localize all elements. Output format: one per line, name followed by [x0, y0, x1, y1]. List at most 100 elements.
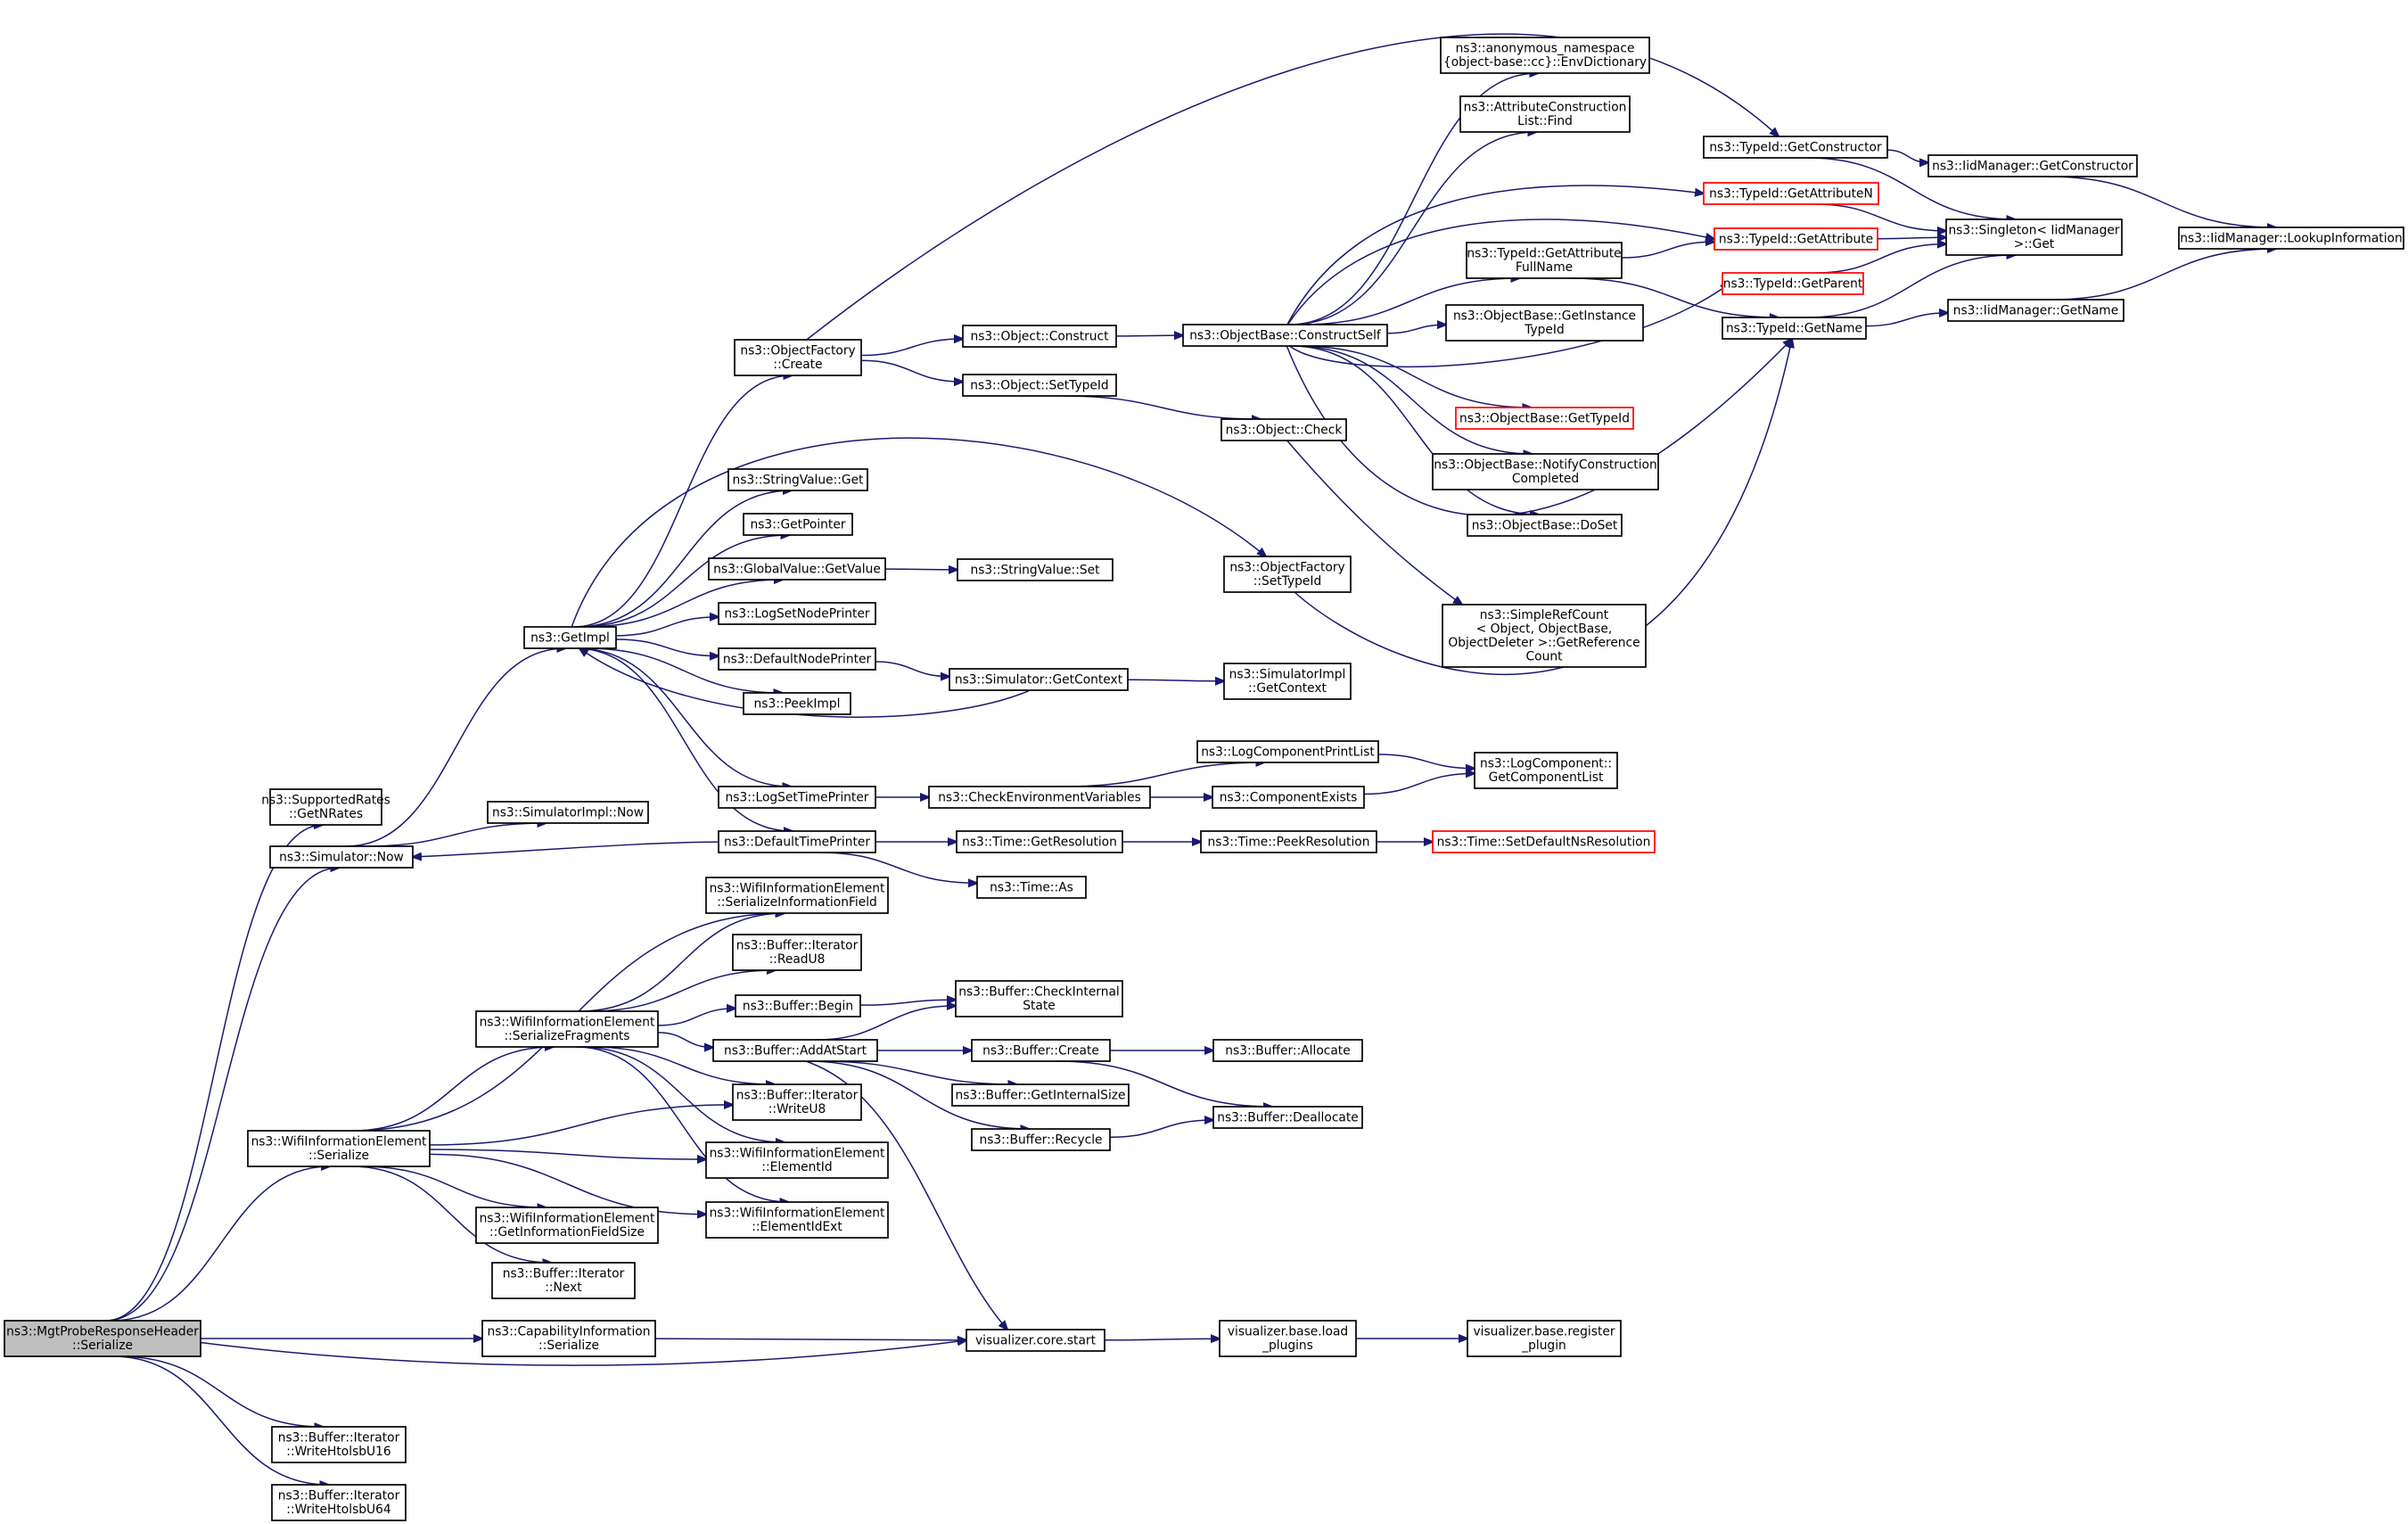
edge-simNow-to-getImpl	[346, 648, 565, 847]
node-logSetTimePrinter[interactable]: ns3::LogSetTimePrinter	[718, 786, 876, 809]
node-simGetContext[interactable]: ns3::Simulator::GetContext	[949, 668, 1129, 691]
node-objFactoryCreate[interactable]: ns3::ObjectFactory::Create	[734, 339, 862, 376]
node-objFactorySetTypeId[interactable]: ns3::ObjectFactory::SetTypeId	[1223, 556, 1352, 593]
node-vizBaseLoadPlugins[interactable]: visualizer.base.load_plugins	[1219, 1320, 1357, 1357]
node-logCompGetList[interactable]: ns3::LogComponent::GetComponentList	[1474, 752, 1618, 789]
node-getPointer[interactable]: ns3::GetPointer	[743, 513, 853, 536]
node-vizCoreStart[interactable]: visualizer.core.start	[966, 1329, 1105, 1352]
node-wieSerializeFragments[interactable]: ns3::WifiInformationElement::SerializeFr…	[475, 1010, 659, 1048]
node-logSetNodePrinter[interactable]: ns3::LogSetNodePrinter	[718, 602, 876, 625]
node-iidMgrGetConstructor[interactable]: ns3::IidManager::GetConstructor	[1927, 154, 2138, 177]
node-typeIdGetParent[interactable]: ns3::TypeId::GetParent	[1722, 272, 1864, 295]
node-supportedRates[interactable]: ns3::SupportedRates::GetNRates	[261, 788, 390, 826]
node-bufAllocate[interactable]: ns3::Buffer::Allocate	[1212, 1039, 1363, 1062]
node-label: ns3::WifiInformationElement	[710, 1147, 885, 1161]
node-timeSetDefaultNs[interactable]: ns3::Time::SetDefaultNsResolution	[1432, 830, 1656, 853]
node-label: ns3::ObjectBase::DoSet	[1472, 518, 1618, 532]
node-timeGetResolution[interactable]: ns3::Time::GetResolution	[956, 830, 1123, 853]
node-label: visualizer.base.load	[1228, 1325, 1348, 1339]
edge-root-to-bufIterWriteHtolsbU16	[118, 1355, 323, 1427]
node-wieElementIdExt[interactable]: ns3::WifiInformationElement::ElementIdEx…	[705, 1201, 889, 1239]
node-peekImpl[interactable]: ns3::PeekImpl	[743, 692, 851, 715]
node-componentExists[interactable]: ns3::ComponentExists	[1212, 786, 1365, 809]
node-iidMgrLookup[interactable]: ns3::IidManager::LookupInformation	[2178, 227, 2404, 250]
node-objectSetTypeId[interactable]: ns3::Object::SetTypeId	[962, 374, 1117, 397]
node-bufIterWriteU8[interactable]: ns3::Buffer::Iterator::WriteU8	[732, 1083, 862, 1121]
node-iidMgrGetName[interactable]: ns3::IidManager::GetName	[1947, 299, 2124, 322]
node-objBaseGetTypeId[interactable]: ns3::ObjectBase::GetTypeId	[1455, 407, 1634, 430]
node-label: List::Find	[1517, 114, 1573, 128]
node-bufBegin[interactable]: ns3::Buffer::Begin	[735, 994, 861, 1017]
node-box	[523, 626, 617, 649]
node-checkEnvVars[interactable]: ns3::CheckEnvironmentVariables	[928, 786, 1151, 809]
node-objectConstruct[interactable]: ns3::Object::Construct	[962, 325, 1117, 348]
node-label: ns3::WifiInformationElement	[251, 1135, 427, 1149]
node-vizBaseRegisterPlugin[interactable]: visualizer.base.register_plugin	[1467, 1320, 1622, 1357]
node-timePeekResolution[interactable]: ns3::Time::PeekResolution	[1200, 830, 1377, 853]
node-box	[956, 830, 1123, 853]
node-objBaseDoSet[interactable]: ns3::ObjectBase::DoSet	[1467, 514, 1623, 537]
node-root[interactable]: ns3::MgtProbeResponseHeader::Serialize	[4, 1320, 201, 1357]
node-wieSerialize[interactable]: ns3::WifiInformationElement::Serialize	[247, 1130, 431, 1167]
node-label: < Object, ObjectBase,	[1476, 622, 1613, 637]
node-bufIterNext[interactable]: ns3::Buffer::Iterator::Next	[491, 1262, 636, 1299]
node-wieSerializeInfoField[interactable]: ns3::WifiInformationElement::SerializeIn…	[705, 877, 889, 914]
node-box	[966, 1329, 1105, 1352]
node-bufRecycle[interactable]: ns3::Buffer::Recycle	[971, 1128, 1111, 1151]
node-objectCheck[interactable]: ns3::Object::Check	[1220, 418, 1347, 441]
edge-bufAddAtStart-to-bufGetInternalSize	[818, 1060, 1016, 1084]
node-label: ::WriteHtolsbU64	[286, 1503, 390, 1517]
node-bufCreate[interactable]: ns3::Buffer::Create	[971, 1039, 1111, 1062]
node-objBaseNotifyConstr[interactable]: ns3::ObjectBase::NotifyConstructionCompl…	[1432, 453, 1659, 490]
node-singletonGet[interactable]: ns3::Singleton< IidManager>::Get	[1945, 218, 2123, 256]
node-wieElementId[interactable]: ns3::WifiInformationElement::ElementId	[705, 1141, 889, 1179]
node-typeIdGetAttribute[interactable]: ns3::TypeId::GetAttribute	[1714, 227, 1878, 251]
edge-objBaseConstructSelf-to-objBaseNotifyConstr	[1293, 345, 1533, 454]
node-objBaseConstructSelf[interactable]: ns3::ObjectBase::ConstructSelf	[1182, 324, 1388, 347]
node-box	[1440, 37, 1650, 74]
node-typeIdGetAttributeN[interactable]: ns3::TypeId::GetAttributeN	[1703, 182, 1879, 205]
node-getImpl[interactable]: ns3::GetImpl	[523, 626, 617, 649]
node-label: ns3::IidManager::GetName	[1953, 303, 2119, 317]
edge-objBaseConstructSelf-to-typeIdGetAttrFullName	[1300, 278, 1519, 325]
node-box	[1459, 95, 1631, 133]
node-defaultNodePrinter[interactable]: ns3::DefaultNodePrinter	[718, 647, 876, 671]
node-bufIterWriteHtolsbU64[interactable]: ns3::Buffer::Iterator::WriteHtolsbU64	[271, 1484, 407, 1521]
node-label: ns3::Singleton< IidManager	[1948, 224, 2119, 238]
node-bufGetInternalSize[interactable]: ns3::Buffer::GetInternalSize	[951, 1083, 1130, 1107]
edges-layer	[105, 33, 2276, 1485]
node-label: ns3::Buffer::Iterator	[278, 1489, 400, 1503]
node-timeAs[interactable]: ns3::Time::As	[976, 876, 1087, 899]
node-box	[1474, 752, 1618, 789]
node-bufDeallocate[interactable]: ns3::Buffer::Deallocate	[1212, 1106, 1363, 1129]
node-stringValueGet[interactable]: ns3::StringValue::Get	[727, 468, 868, 491]
node-bufIterReadU8[interactable]: ns3::Buffer::Iterator::ReadU8	[732, 934, 862, 971]
edge-typeIdGetAttrFullName-to-typeIdGetName	[1570, 277, 1779, 317]
node-typeIdGetConstructor[interactable]: ns3::TypeId::GetConstructor	[1703, 136, 1888, 159]
node-simImplNow[interactable]: ns3::SimulatorImpl::Now	[487, 801, 649, 824]
node-typeIdGetName[interactable]: ns3::TypeId::GetName	[1722, 317, 1867, 340]
node-simImplGetContext[interactable]: ns3::SimulatorImpl::GetContext	[1223, 663, 1352, 700]
node-bufAddAtStart[interactable]: ns3::Buffer::AddAtStart	[712, 1039, 878, 1062]
node-label: ns3::GetImpl	[530, 630, 610, 645]
node-label: ns3::AttributeConstruction	[1464, 101, 1627, 115]
node-simpleRefCount[interactable]: ns3::SimpleRefCount< Object, ObjectBase,…	[1442, 604, 1647, 668]
node-label: ObjectDeleter >::GetReference	[1448, 636, 1640, 650]
node-logCompPrintList[interactable]: ns3::LogComponentPrintList	[1196, 740, 1379, 763]
node-capInfoSerialize[interactable]: ns3::CapabilityInformation::Serialize	[481, 1320, 656, 1357]
node-simNow[interactable]: ns3::Simulator::Now	[269, 845, 414, 869]
node-defaultTimePrinter[interactable]: ns3::DefaultTimePrinter	[718, 830, 876, 853]
node-envDictionary[interactable]: ns3::anonymous_namespace{object-base::cc…	[1440, 37, 1650, 74]
node-wieGetInfoFieldSize[interactable]: ns3::WifiInformationElement::GetInformat…	[475, 1207, 659, 1244]
node-label: ns3::Buffer::AddAtStart	[724, 1043, 867, 1058]
node-globalValueGetValue[interactable]: ns3::GlobalValue::GetValue	[708, 557, 886, 581]
node-box	[1182, 324, 1388, 347]
node-stringValueSet[interactable]: ns3::StringValue::Set	[957, 558, 1114, 581]
node-label: ns3::TypeId::GetAttributeN	[1709, 186, 1873, 201]
node-bufIterWriteHtolsbU16[interactable]: ns3::Buffer::Iterator::WriteHtolsbU16	[271, 1426, 407, 1463]
edge-capInfoSerialize-to-vizCoreStart	[654, 1339, 966, 1340]
